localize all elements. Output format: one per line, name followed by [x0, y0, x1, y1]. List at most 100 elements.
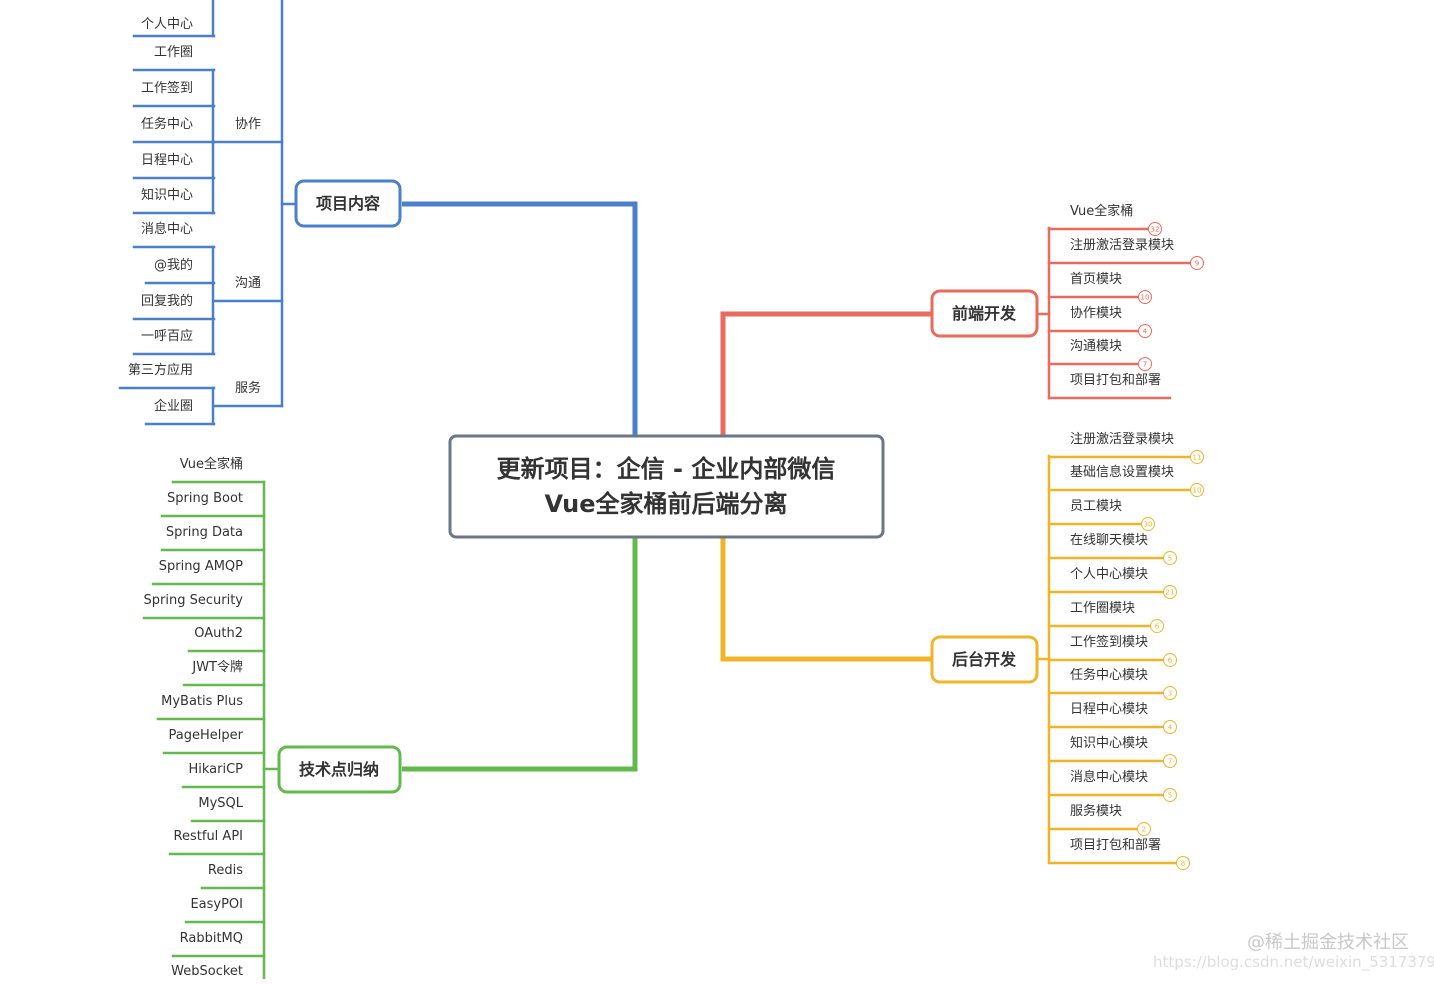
count-badge: [1163, 720, 1177, 734]
root-title-line2: Vue全家桶前后端分离: [544, 490, 787, 518]
project-node[interactable]: 项目内容: [294, 179, 402, 228]
count-badge-label: 5: [1168, 555, 1172, 563]
count-badge-label: 11: [1193, 454, 1202, 462]
tech-leaf-label: PageHelper: [169, 728, 244, 743]
count-badge-label: 21: [1166, 589, 1175, 597]
project-leaf-label: 企业圈: [154, 398, 193, 414]
root-node[interactable]: 更新项目：企信 - 企业内部微信 Vue全家桶前后端分离: [448, 434, 885, 539]
tech-leaf-label: Spring Data: [166, 525, 243, 540]
count-badge-label: 32: [1151, 226, 1160, 234]
project-node-label: 项目内容: [316, 194, 380, 213]
backend-node-label: 后台开发: [952, 650, 1017, 669]
project-leaf-label: 回复我的: [141, 293, 193, 309]
backend-leaf-label: 基础信息设置模块: [1070, 464, 1174, 480]
tech-leaf-label: WebSocket: [171, 964, 243, 979]
count-badge: [1137, 822, 1151, 836]
project-leaf-label: @我的: [154, 257, 193, 273]
count-badge-label: 7: [1168, 758, 1172, 766]
count-badge-label: 5: [1168, 792, 1172, 800]
frontend-leaf-label: 项目打包和部署: [1070, 373, 1161, 388]
project-leaf-label: 个人中心: [141, 17, 193, 32]
project-leaf-label: 第三方应用: [128, 362, 193, 378]
tech-leaf-label: Spring Boot: [167, 491, 243, 506]
frontend-leaf-label: 协作模块: [1070, 306, 1122, 321]
tech-leaf-label: HikariCP: [188, 762, 243, 777]
count-badge: [1163, 585, 1177, 599]
backend-leaf-label: 服务模块: [1070, 803, 1122, 819]
project-leaf-label: 一呼百应: [141, 328, 193, 344]
tech-node-label: 技术点归纳: [299, 760, 379, 779]
tech-leaf-label: Redis: [208, 863, 243, 878]
frontend-leaf-label: 首页模块: [1070, 272, 1122, 287]
topic-nodes: 个人中心协作工作圈工作签到任务中心日程中心知识中心沟通消息中心@我的回复我的一呼…: [128, 17, 1204, 979]
count-badge: [1163, 754, 1177, 768]
backend-leaf-label: 工作圈模块: [1070, 601, 1135, 616]
tech-leaf-label: MySQL: [198, 796, 243, 811]
backend-leaf-label: 员工模块: [1070, 499, 1122, 514]
connector-lines: [118, 0, 1193, 981]
project-group-label: 协作: [235, 117, 261, 132]
project-leaf-label: 知识中心: [141, 187, 193, 203]
count-badge: [1190, 450, 1204, 464]
project-leaf-label: 日程中心: [141, 153, 193, 168]
frontend-node-label: 前端开发: [952, 304, 1017, 323]
count-badge-label: 9: [1195, 260, 1199, 268]
count-badge: [1148, 222, 1162, 236]
project-leaf-label: 工作圈: [154, 45, 193, 60]
tech-leaf-label: JWT令牌: [191, 659, 243, 675]
project-group-label: 沟通: [235, 276, 261, 291]
count-badge: [1190, 483, 1204, 497]
tech-leaf-label: RabbitMQ: [180, 931, 243, 946]
root-title-line1: 更新项目：企信 - 企业内部微信: [497, 455, 836, 483]
backend-node[interactable]: 后台开发: [930, 635, 1039, 684]
backend-leaf-label: 消息中心模块: [1070, 769, 1148, 785]
count-badge: [1163, 551, 1177, 565]
frontend-trunk: [720, 311, 931, 436]
count-badge: [1163, 653, 1177, 667]
count-badge: [1190, 256, 1204, 270]
frontend-leaf-label: 沟通模块: [1070, 339, 1122, 354]
backend-leaf-label: 日程中心模块: [1070, 702, 1148, 717]
count-badge-label: 30: [1144, 521, 1153, 529]
project-leaf-label: 工作签到: [141, 80, 193, 96]
watermark-url: https://blog.csdn.net/weixin_53173799: [1153, 953, 1434, 972]
count-badge: [1176, 856, 1190, 870]
frontend-leaf-label: 注册激活登录模块: [1070, 238, 1174, 253]
count-badge-label: 6: [1155, 623, 1160, 631]
tech-node[interactable]: 技术点归纳: [277, 745, 402, 794]
backend-leaf-label: 注册激活登录模块: [1070, 432, 1174, 447]
backend-trunk: [720, 537, 931, 662]
project-trunk: [402, 201, 638, 436]
backend-leaf-label: 在线聊天模块: [1070, 533, 1148, 548]
frontend-node[interactable]: 前端开发: [930, 289, 1039, 338]
count-badge-label: 2: [1142, 826, 1146, 834]
backend-leaf-label: 工作签到模块: [1070, 634, 1148, 650]
count-badge-label: 10: [1193, 487, 1202, 495]
count-badge: [1163, 788, 1177, 802]
tech-leaf-label: EasyPOI: [190, 897, 243, 912]
count-badge-label: 6: [1168, 657, 1173, 665]
count-badge-label: 4: [1143, 328, 1148, 336]
count-badge: [1138, 290, 1152, 304]
tech-trunk: [402, 537, 638, 772]
tech-leaf-label: Vue全家桶: [180, 456, 243, 472]
project-group-label: 服务: [235, 380, 261, 396]
count-badge: [1163, 686, 1177, 700]
backend-leaf-label: 个人中心模块: [1070, 567, 1148, 582]
count-badge-label: 7: [1143, 361, 1147, 369]
count-badge: [1141, 517, 1155, 531]
tech-leaf-label: Spring AMQP: [159, 559, 243, 574]
tech-leaf-label: OAuth2: [194, 626, 243, 641]
count-badge: [1138, 324, 1152, 338]
count-badge-label: 3: [1168, 690, 1172, 698]
count-badge: [1150, 619, 1164, 633]
backend-leaf-label: 知识中心模块: [1070, 735, 1148, 751]
tech-leaf-label: Spring Security: [144, 593, 244, 608]
count-badge-label: 8: [1181, 860, 1185, 868]
tech-leaf-label: Restful API: [174, 829, 243, 844]
project-leaf-label: 任务中心: [141, 116, 193, 132]
frontend-leaf-label: Vue全家桶: [1070, 203, 1133, 219]
tech-leaf-label: MyBatis Plus: [161, 694, 243, 709]
